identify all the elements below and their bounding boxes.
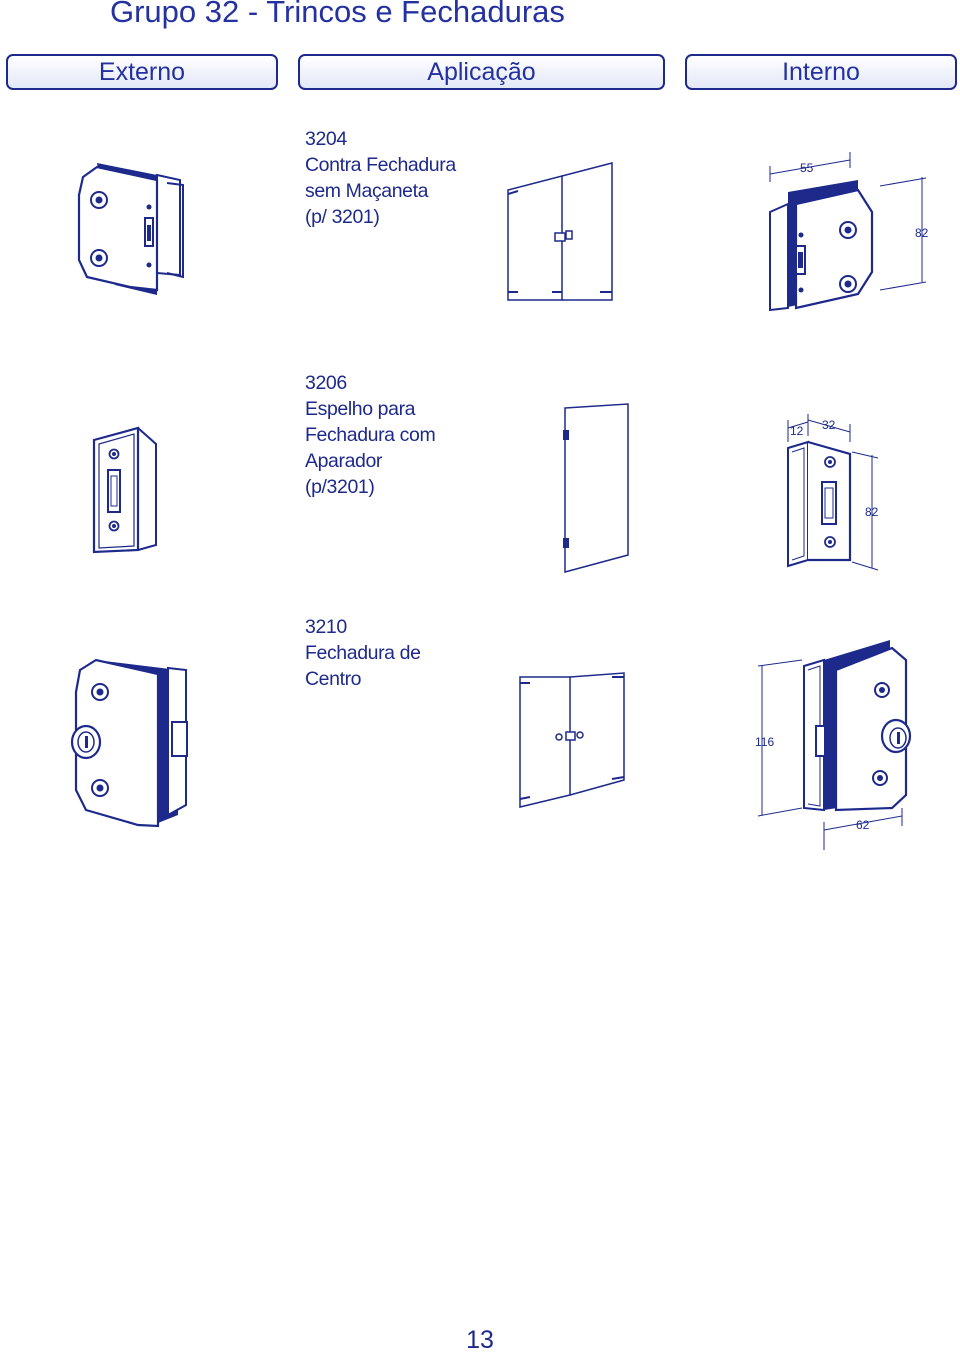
product-3204-description: 3204 Contra Fechadura sem Maçaneta (p/ 3… [305, 126, 456, 230]
dimension-116: 116 [755, 659, 803, 817]
column-header-externo-label: Externo [98, 57, 186, 86]
dimension-62: 62 [823, 808, 903, 850]
product-line: Contra Fechadura [305, 154, 456, 176]
product-line: Aparador [305, 450, 383, 472]
product-line: Centro [305, 668, 362, 690]
dimension-55-label: 55 [800, 161, 814, 175]
dimension-62-label: 62 [856, 818, 870, 832]
product-line: Fechadura de [305, 642, 421, 664]
column-header-aplicacao: Aplicação [298, 54, 665, 90]
product-code: 3206 [305, 372, 347, 394]
dimension-32: 32 [807, 418, 851, 442]
column-header-aplicacao-label: Aplicação [427, 57, 536, 86]
product-line: (p/3201) [305, 476, 375, 498]
dimension-12: 12 [787, 414, 809, 442]
product-line: sem Maçaneta [305, 180, 429, 202]
dimension-82: 82 [879, 177, 929, 291]
product-line: Fechadura com [305, 424, 436, 446]
column-header-externo: Externo [6, 54, 278, 90]
column-header-interno: Interno [685, 54, 957, 90]
product-3206-application-drawing [563, 403, 629, 573]
dimension-32-label: 32 [822, 418, 836, 432]
dimension-55: 55 [769, 152, 851, 182]
product-3210-external-drawing [70, 658, 188, 828]
product-3206-description: 3206 Espelho para Fechadura com Aparador… [305, 370, 436, 500]
column-header-interno-label: Interno [782, 57, 860, 86]
dimension-12-label: 12 [790, 424, 804, 438]
dimension-82-label: 82 [915, 226, 929, 240]
dimension-82: 82 [851, 451, 879, 571]
product-3204-application-drawing [507, 162, 613, 301]
product-3206-external-drawing [92, 426, 157, 554]
product-3210-application-drawing [519, 672, 625, 808]
product-3204-external-drawing [77, 163, 184, 295]
page-number: 13 [466, 1326, 494, 1354]
dimension-116-label: 116 [755, 735, 774, 749]
product-code: 3210 [305, 616, 347, 638]
product-3206-internal-drawing: 12 32 82 [787, 414, 879, 571]
dimension-82-label: 82 [865, 505, 879, 519]
page-title: Grupo 32 - Trincos e Fechaduras [110, 0, 565, 29]
product-3204-internal-drawing: 55 82 [769, 152, 929, 312]
product-code: 3204 [305, 128, 347, 150]
product-line: (p/ 3201) [305, 206, 380, 228]
product-3210-internal-drawing: 116 62 [755, 640, 912, 850]
product-line: Espelho para [305, 398, 416, 420]
product-3210-description: 3210 Fechadura de Centro [305, 614, 421, 692]
